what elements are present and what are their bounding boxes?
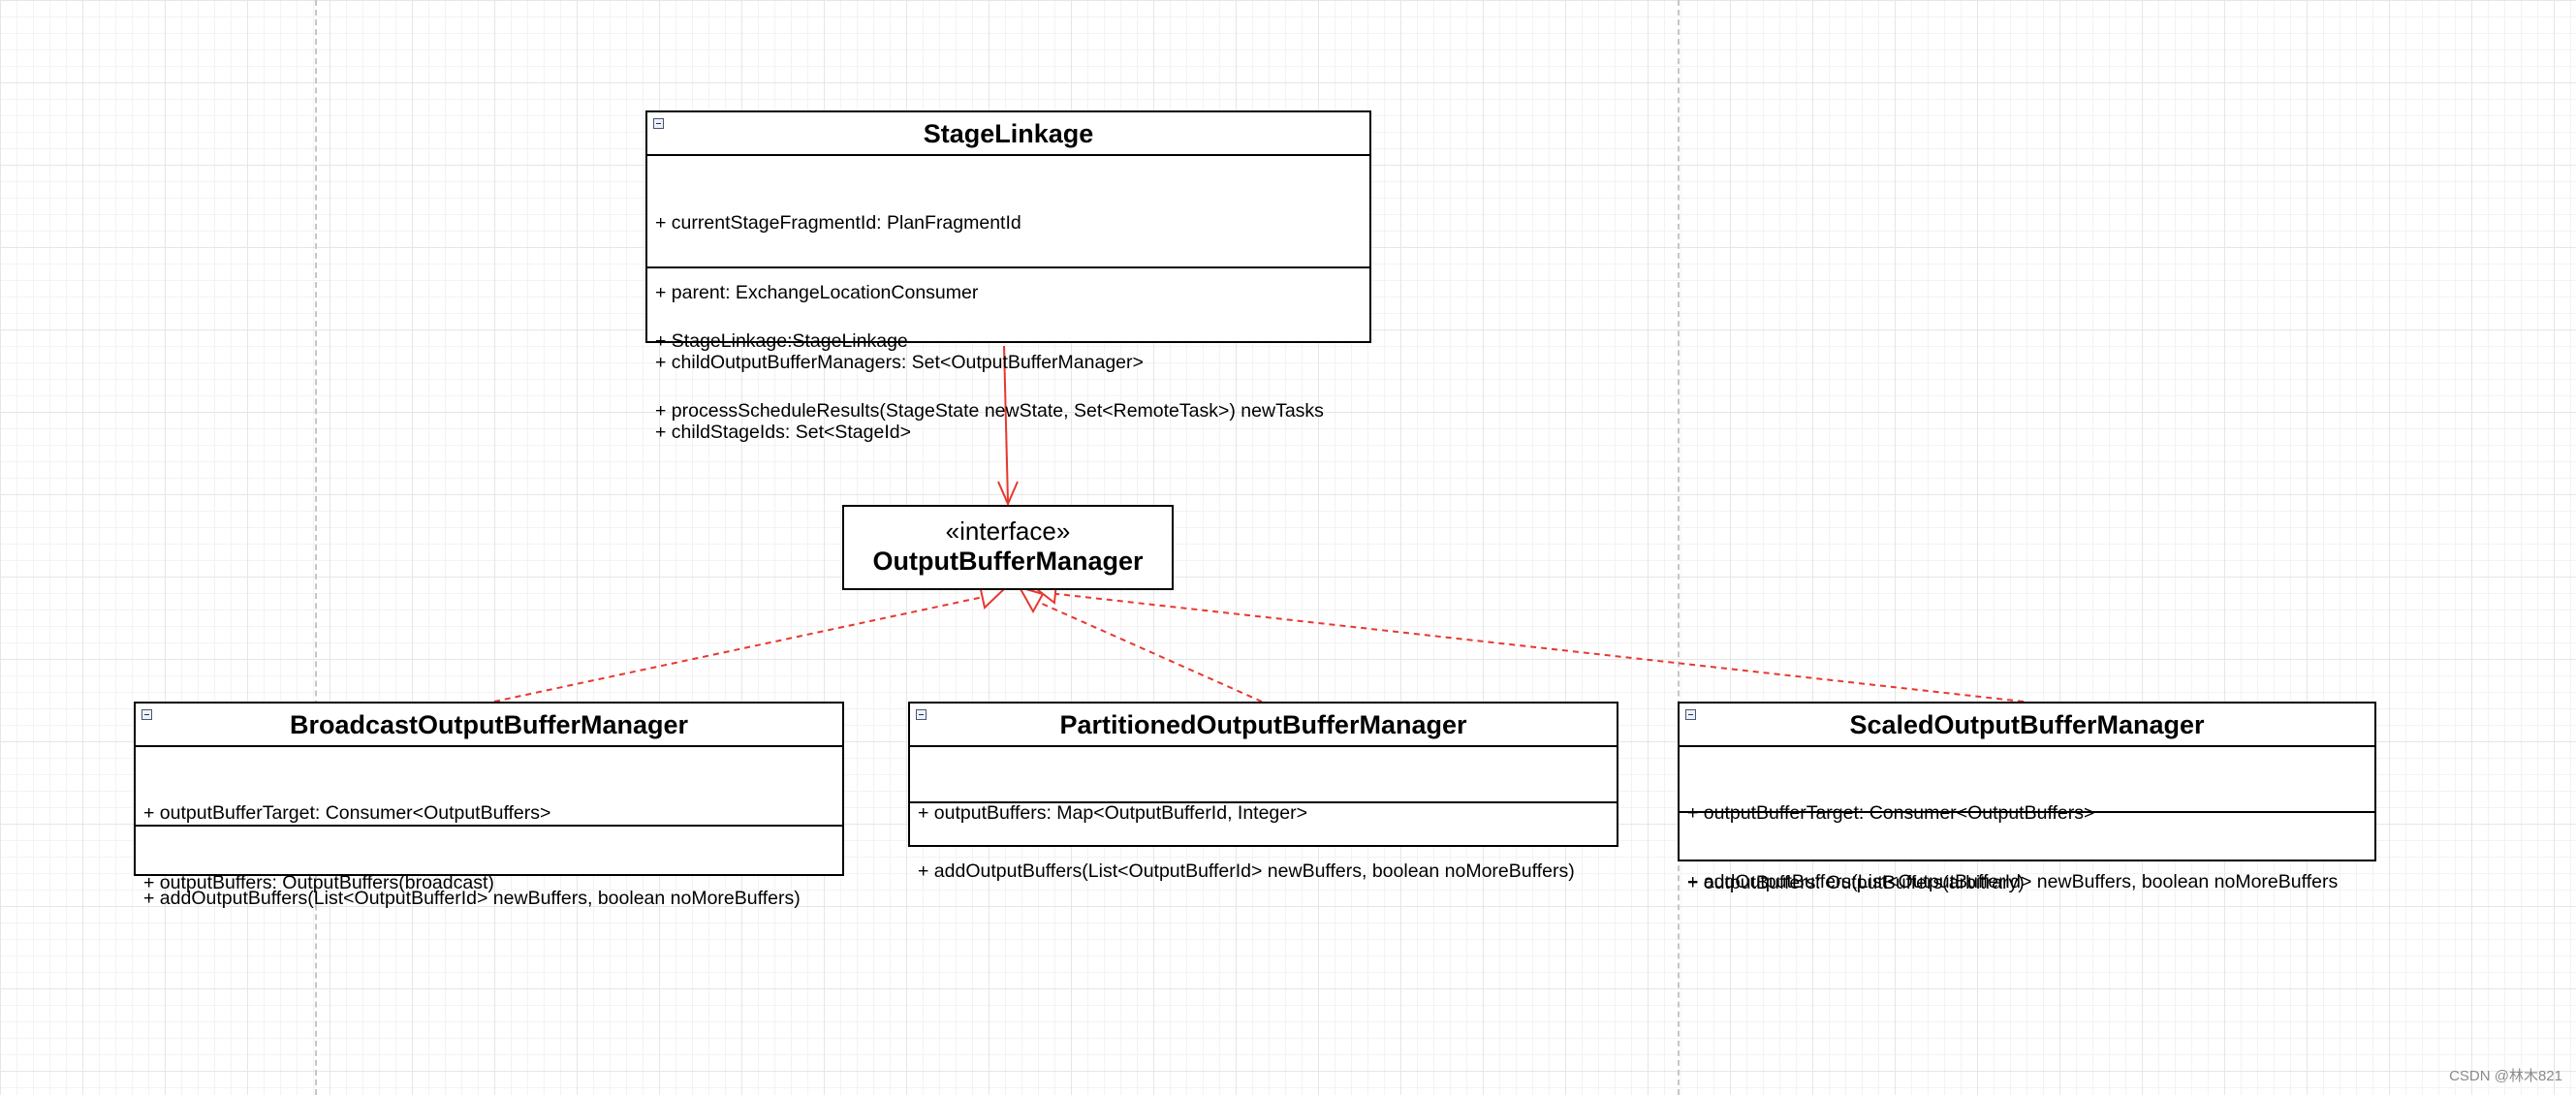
attribute: + parent: ExchangeLocationConsumer <box>655 282 979 303</box>
class-header: BroadcastOutputBufferManager <box>136 704 842 747</box>
scaled-output-buffer-manager-class[interactable]: ScaledOutputBufferManager + outputBuffer… <box>1678 702 2376 893</box>
interface-name: OutputBufferManager <box>872 547 1144 576</box>
attribute: + childOutputBufferManagers: Set<OutputB… <box>655 352 1144 373</box>
collapse-icon[interactable] <box>653 118 664 129</box>
page-separator <box>1678 0 1680 1095</box>
attribute: + outputBuffers: Map<OutputBufferId, Int… <box>918 802 1308 824</box>
watermark: CSDN @林木821 <box>2449 1068 2562 1084</box>
operations-compartment: + addOutputBuffers(List<OutputBufferId> … <box>136 825 842 909</box>
realization-connector-partitioned[interactable] <box>1017 585 1263 703</box>
attributes-compartment: + outputBuffers: Map<OutputBufferId, Int… <box>910 747 1617 824</box>
collapse-icon[interactable] <box>916 709 927 720</box>
operations-compartment: + StageLinkage:StageLinkage + processSch… <box>647 266 1369 422</box>
class-name: BroadcastOutputBufferManager <box>289 710 689 739</box>
partitioned-output-buffer-manager-class[interactable]: PartitionedOutputBufferManager + outputB… <box>908 702 1618 882</box>
output-buffer-manager-interface[interactable]: «interface» OutputBufferManager <box>842 505 1174 590</box>
operation: + addOutputBuffers(List<OutputBufferId> … <box>918 860 1575 882</box>
collapse-icon[interactable] <box>141 709 152 720</box>
class-header: PartitionedOutputBufferManager <box>910 704 1617 747</box>
collapse-icon[interactable] <box>1685 709 1696 720</box>
operations-compartment: + addOutputBuffers(List<OutputBufferId> … <box>1680 811 2374 892</box>
class-header: StageLinkage <box>647 112 1369 156</box>
attribute: + outputBuffers: OutputBuffers(broadcast… <box>143 872 494 893</box>
class-name: PartitionedOutputBufferManager <box>1059 710 1467 739</box>
operation: + addOutputBuffers(List<OutputBufferId> … <box>143 888 801 909</box>
attribute: + currentStageFragmentId: PlanFragmentId <box>655 212 1021 234</box>
attribute: + outputBuffers: OutputBuffers(arbitrary… <box>1687 872 2025 893</box>
attributes-compartment: + outputBufferTarget: Consumer<OutputBuf… <box>136 747 842 893</box>
operation: + processScheduleResults(StageState newS… <box>655 400 1324 422</box>
class-header: ScaledOutputBufferManager <box>1680 704 2374 747</box>
stage-linkage-class[interactable]: StageLinkage + currentStageFragmentId: P… <box>645 110 1371 443</box>
class-name: StageLinkage <box>923 119 1094 148</box>
page-separator <box>315 0 317 1095</box>
operation: + StageLinkage:StageLinkage <box>655 330 908 352</box>
attributes-compartment: + currentStageFragmentId: PlanFragmentId… <box>647 156 1369 443</box>
operation: + addOutputBuffers(List<OutputBufferId> … <box>1687 871 2339 892</box>
stereotype-label: «interface» <box>945 516 1071 546</box>
class-name: ScaledOutputBufferManager <box>1849 710 2205 739</box>
attribute: + outputBufferTarget: Consumer<OutputBuf… <box>1687 802 2095 824</box>
broadcast-output-buffer-manager-class[interactable]: BroadcastOutputBufferManager + outputBuf… <box>134 702 844 909</box>
association-connector[interactable] <box>997 345 1019 507</box>
attribute: + childStageIds: Set<StageId> <box>655 422 911 443</box>
realization-connector-broadcast[interactable] <box>493 583 1009 703</box>
realization-connector-scaled[interactable] <box>1030 580 2025 703</box>
attribute: + outputBufferTarget: Consumer<OutputBuf… <box>143 802 551 824</box>
attributes-compartment: + outputBufferTarget: Consumer<OutputBuf… <box>1680 747 2374 893</box>
operations-compartment: + addOutputBuffers(List<OutputBufferId> … <box>910 801 1617 882</box>
